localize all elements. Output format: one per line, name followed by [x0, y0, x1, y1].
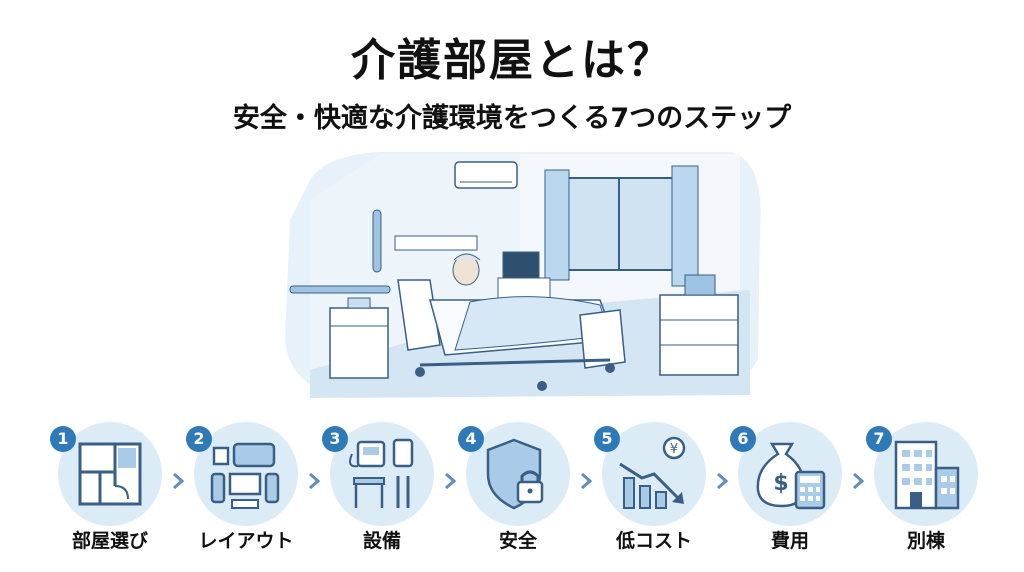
step-4[interactable]: 4 安全: [458, 412, 578, 562]
cost-down-chart-icon: ¥: [619, 436, 686, 509]
svg-text:$: $: [773, 471, 788, 496]
step-3-label: 設備: [362, 530, 401, 552]
step-5-number: 5: [594, 426, 620, 452]
air-conditioner: [454, 161, 518, 189]
step-4-label: 安全: [498, 530, 537, 552]
chevron-right-icon: [581, 472, 593, 490]
step-1-label: 部屋選び: [71, 530, 148, 552]
step-3-number: 3: [322, 426, 348, 452]
wall-panel: [394, 235, 478, 251]
step-1-number: 1: [50, 426, 76, 452]
step-4-number: 4: [458, 426, 484, 452]
bedside-cabinet: [329, 297, 389, 379]
step-7[interactable]: 7 別棟: [866, 412, 986, 562]
step-3[interactable]: 3 設備: [322, 412, 442, 562]
page-title: 介護部屋とは？: [351, 35, 673, 86]
building-icon: [894, 440, 960, 510]
step-2-number: 2: [186, 426, 212, 452]
step-6-number: 6: [730, 426, 756, 452]
money-bag-calculator-icon: $: [756, 442, 826, 510]
window: [544, 165, 699, 287]
wall-handrail: [289, 209, 391, 294]
step-6-label: 費用: [770, 530, 809, 552]
care-room-illustration: [285, 151, 761, 398]
step-6[interactable]: 6 $ 費用: [730, 412, 850, 562]
chevron-right-icon: [445, 472, 457, 490]
equipment-icon: [349, 438, 414, 508]
chevron-right-icon: [309, 472, 321, 490]
chevron-right-icon: [717, 472, 729, 490]
step-5-label: 低コスト: [615, 530, 692, 552]
svg-text:¥: ¥: [670, 442, 678, 457]
step-7-label: 別棟: [906, 530, 945, 552]
chevron-right-icon: [173, 472, 185, 490]
dresser: [659, 274, 739, 376]
chevron-right-icon: [853, 472, 865, 490]
step-5[interactable]: 5 ¥ 低コスト: [594, 412, 714, 562]
step-7-number: 7: [866, 426, 892, 452]
floor-plan-icon: [78, 442, 142, 506]
step-2-label: レイアウト: [198, 530, 294, 552]
step-2[interactable]: 2 レイアウト: [186, 412, 306, 562]
steps-row: 1 部屋選び 2 レイアウト 3: [0, 412, 1024, 572]
page-subtitle: 安全・快適な介護環境をつくる7つのステップ: [232, 103, 792, 134]
tv: [497, 251, 551, 301]
furniture-layout-icon: [210, 442, 280, 509]
step-1[interactable]: 1 部屋選び: [50, 412, 170, 562]
shield-lock-icon: [486, 438, 544, 510]
care-bed: [397, 253, 626, 391]
